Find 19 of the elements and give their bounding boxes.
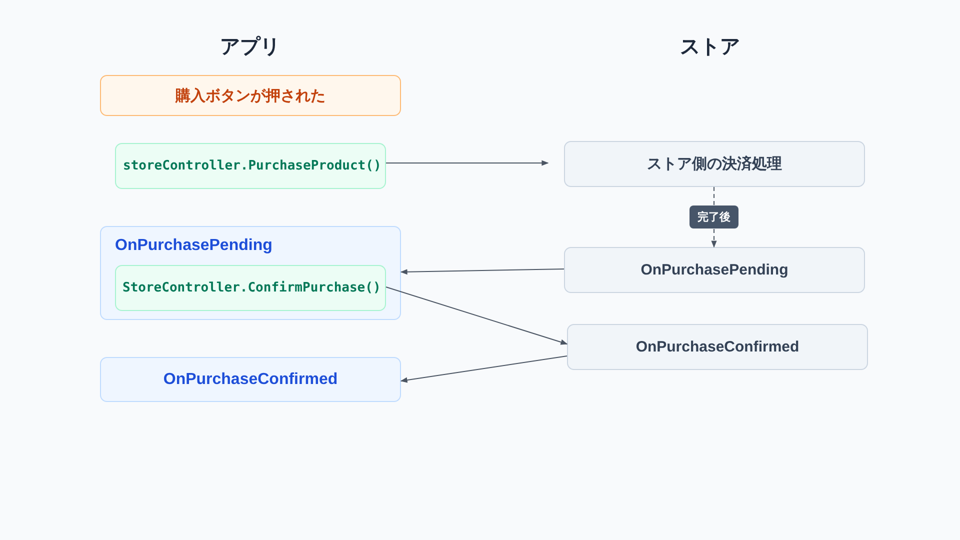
node-label: 購入ボタンが押された: [176, 86, 326, 105]
process-box: [564, 141, 865, 187]
callback-group-box: [100, 226, 401, 320]
column-heading: アプリ: [220, 34, 280, 60]
code-text: StoreController.ConfirmPurchase(): [122, 280, 381, 295]
process-box: [567, 324, 868, 370]
node-label: OnPurchaseConfirmed: [163, 370, 338, 388]
node-label: OnPurchaseConfirmed: [636, 338, 800, 356]
edge-label: 完了後: [690, 206, 738, 228]
node-label: OnPurchasePending: [640, 262, 788, 278]
code-box: [115, 143, 386, 189]
process-box: [564, 247, 865, 293]
code-box: [114, 264, 386, 310]
column-heading: ストア: [680, 35, 740, 60]
node-label: ストア側の決済処理: [647, 154, 782, 174]
code-text: storeController.PurchaseProduct(): [123, 158, 382, 174]
event-box: [100, 75, 401, 116]
callback-box: [100, 357, 401, 402]
node-label: OnPurchasePending: [115, 237, 272, 255]
